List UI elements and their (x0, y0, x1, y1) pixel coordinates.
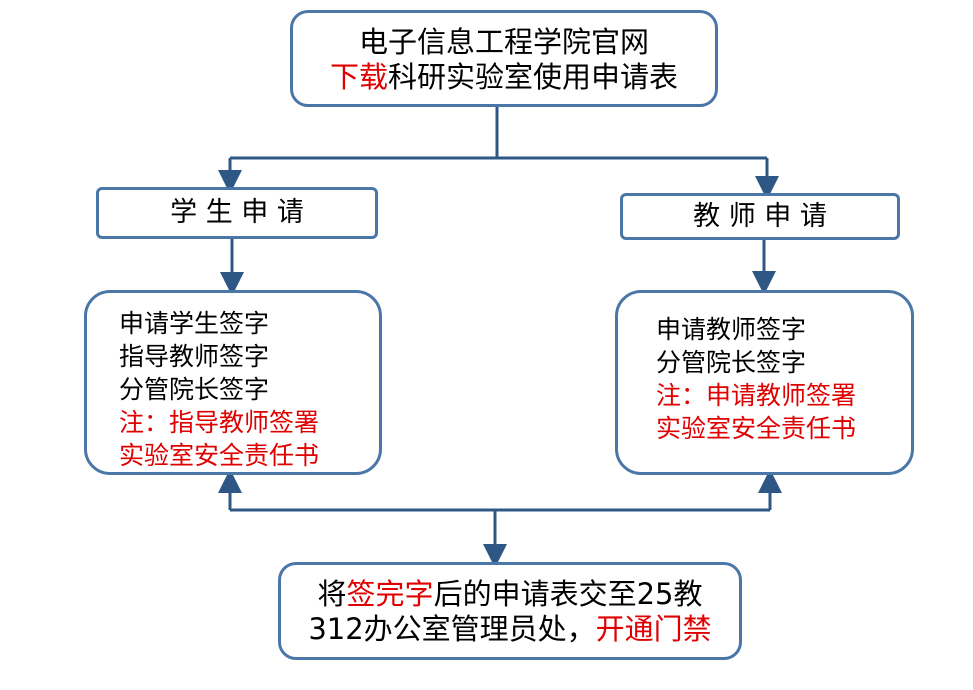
teacher-header-box: 教 师 申 请 (620, 193, 900, 240)
student-step: 分管院长签字 (119, 375, 270, 404)
student-header-label: 学 生 申 请 (170, 197, 304, 228)
student-step: 指导教师签字 (119, 342, 270, 371)
teacher-step: 申请教师签字 (656, 315, 807, 344)
bottom-line1-a: 将 (317, 577, 347, 611)
signed-highlight: 签完字 (346, 577, 434, 611)
student-note: 实验室安全责任书 (119, 441, 320, 470)
student-steps-box: 申请学生签字 指导教师签字 分管院长签字 注：指导教师签署 实验室安全责任书 (84, 290, 382, 475)
download-highlight: 下载 (329, 60, 388, 94)
bottom-line1-b: 后的申请表交至25教 (433, 577, 703, 611)
bottom-line2-a: 312办公室管理员处， (308, 612, 596, 646)
top-box-line2-text: 科研实验室使用申请表 (388, 60, 679, 94)
teacher-note: 实验室安全责任书 (656, 414, 857, 443)
student-note: 注：指导教师签署 (119, 408, 320, 437)
teacher-step: 分管院长签字 (656, 348, 807, 377)
teacher-header-label: 教 师 申 请 (693, 201, 827, 232)
bottom-box-line1: 将签完字后的申请表交至25教 (281, 577, 739, 612)
top-box: 电子信息工程学院官网 下载科研实验室使用申请表 (290, 10, 718, 107)
teacher-note: 注：申请教师签署 (656, 381, 857, 410)
teacher-steps-box: 申请教师签字 分管院长签字 注：申请教师签署 实验室安全责任书 (615, 290, 914, 475)
top-box-line1: 电子信息工程学院官网 (358, 25, 649, 59)
access-highlight: 开通门禁 (595, 612, 712, 646)
student-header-box: 学 生 申 请 (96, 187, 378, 239)
student-step: 申请学生签字 (119, 309, 270, 338)
top-box-line2: 下载科研实验室使用申请表 (293, 60, 715, 95)
bottom-box: 将签完字后的申请表交至25教 312办公室管理员处，开通门禁 (278, 562, 742, 660)
bottom-box-line2: 312办公室管理员处，开通门禁 (281, 612, 739, 647)
